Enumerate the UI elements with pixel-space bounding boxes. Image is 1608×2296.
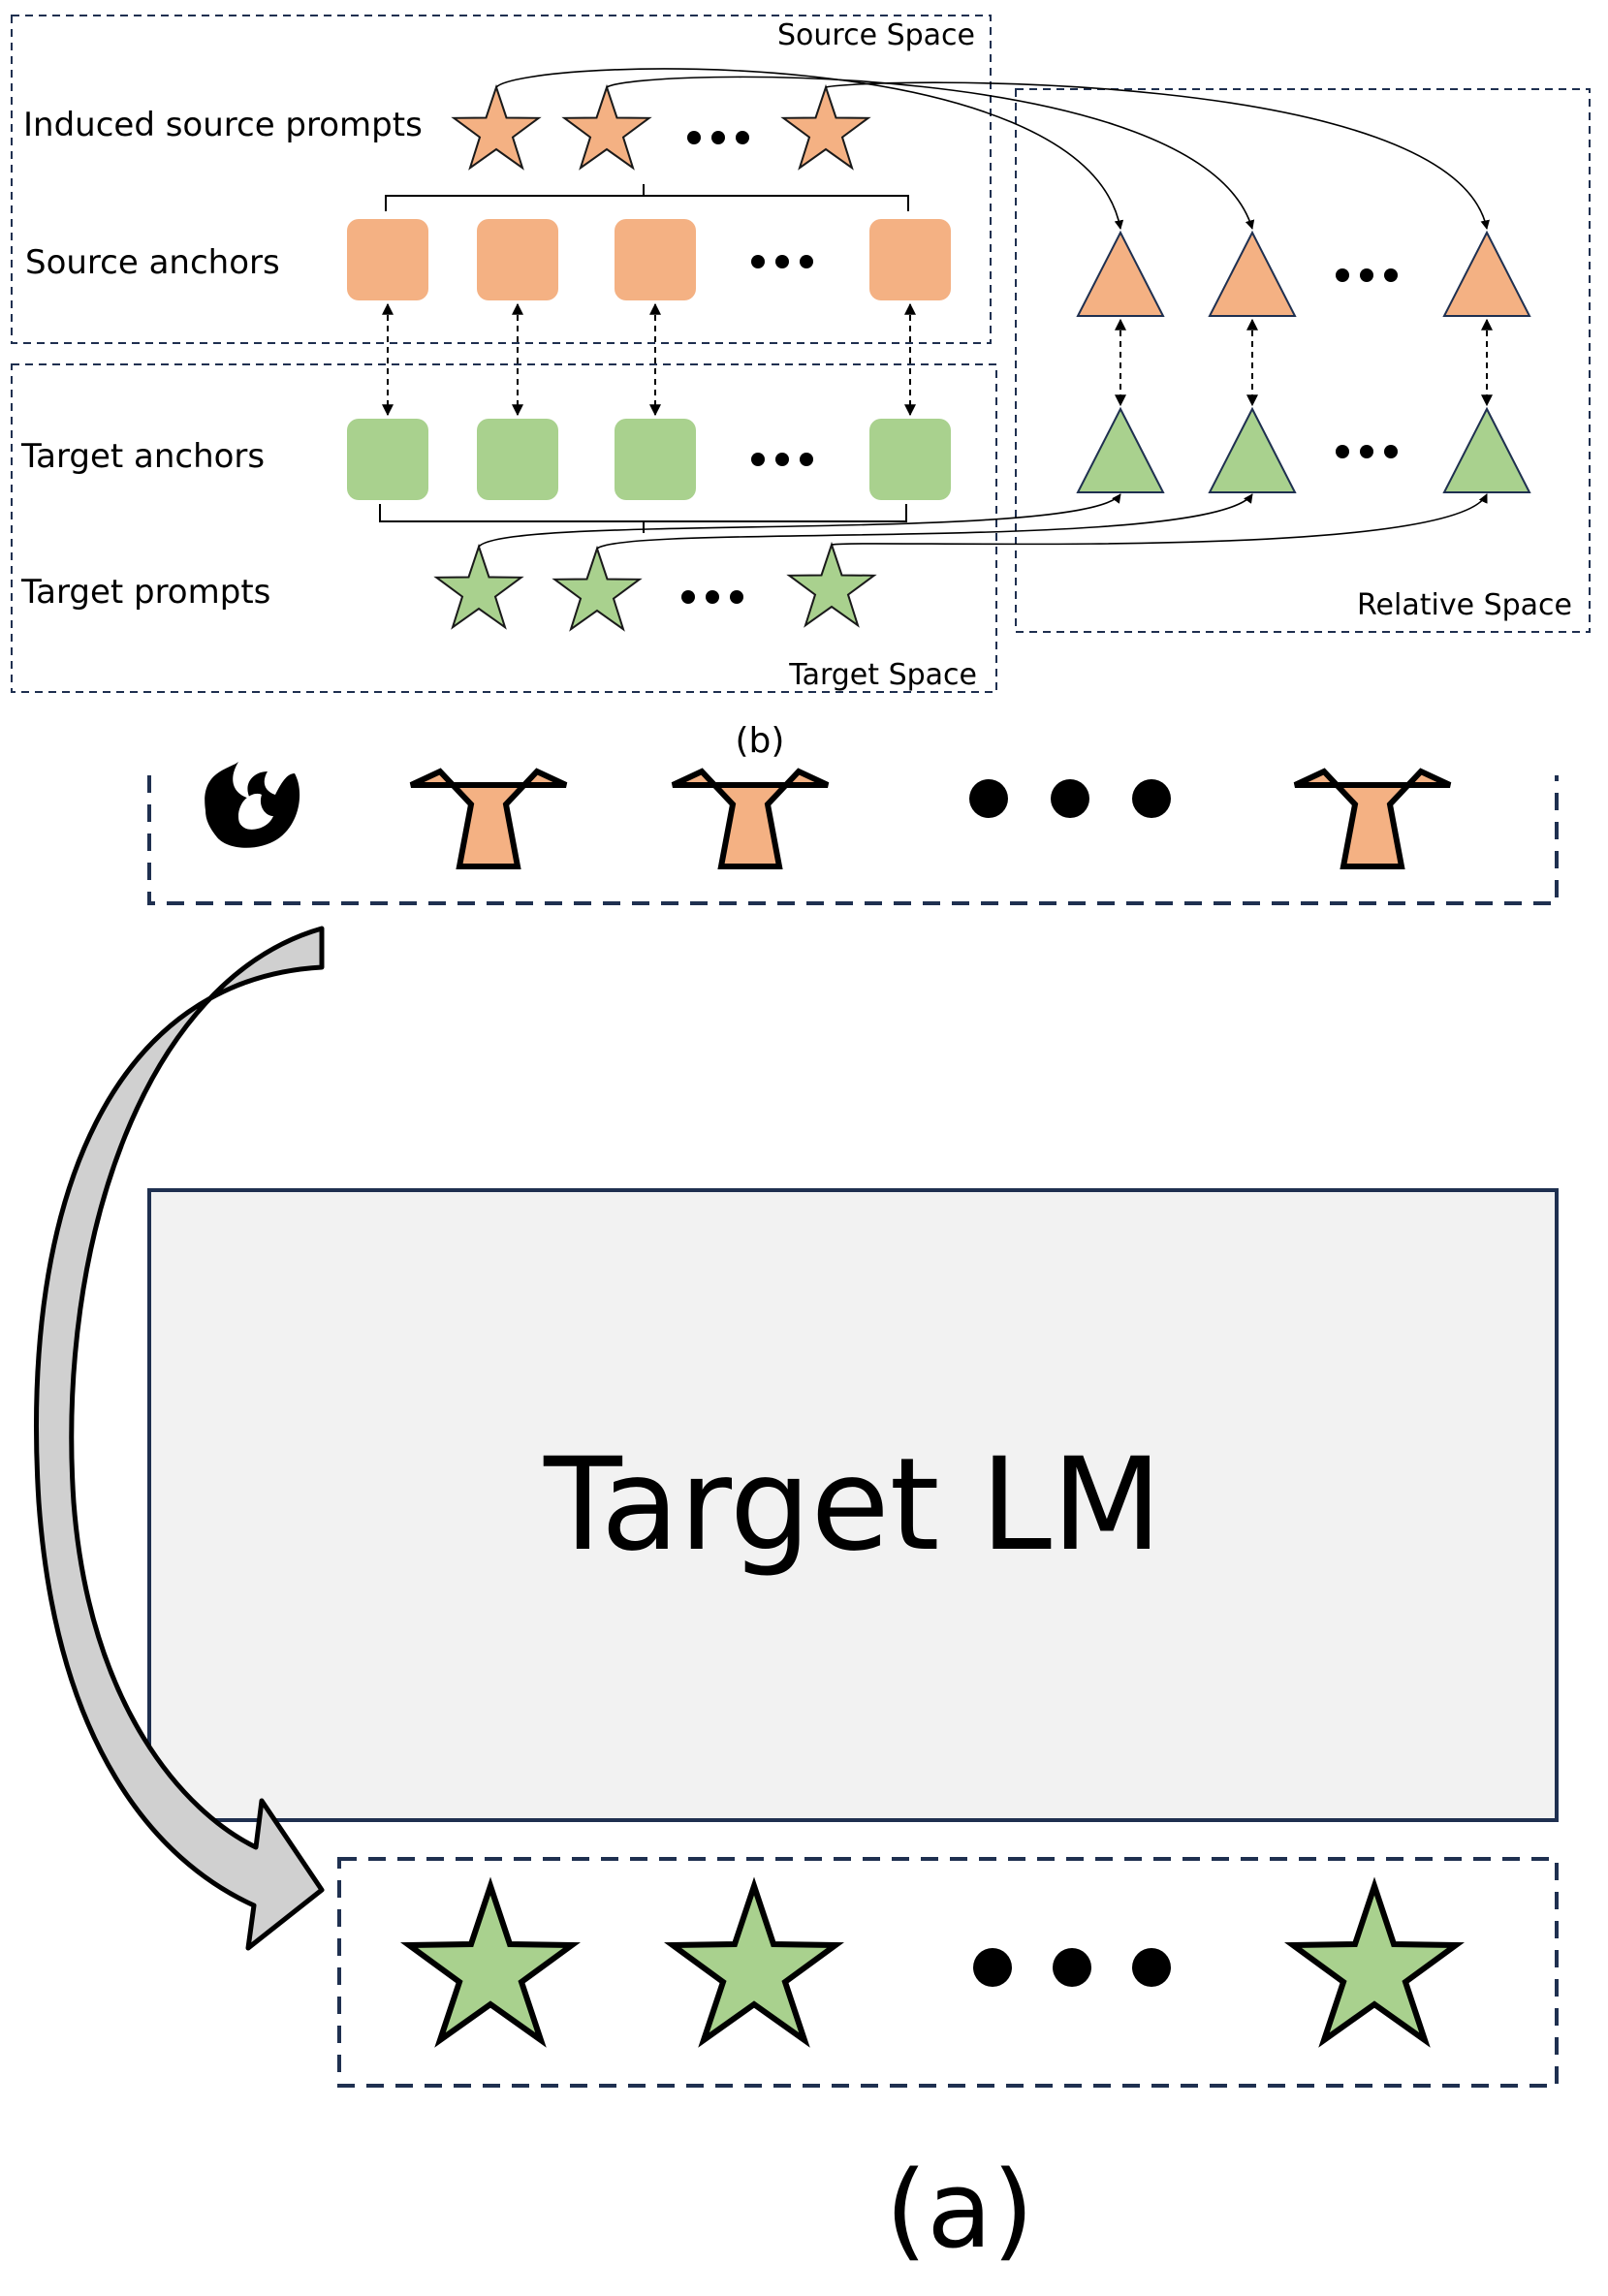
- source-to-relative-arrows: [495, 68, 1490, 230]
- source-prompt-row-frame: [147, 775, 1559, 905]
- relative-target-triangles: [1076, 406, 1531, 493]
- rounded-square-icon: [477, 419, 558, 500]
- row-label-target-prompts: Target prompts: [20, 573, 270, 612]
- target-space-label: Target Space: [788, 658, 977, 692]
- anchor-correspondence-links: [382, 302, 916, 417]
- star-icon: [451, 83, 542, 171]
- triangle-icon: [1442, 406, 1531, 493]
- ellipsis-icon: [973, 1948, 1171, 1987]
- ellipsis-icon: [687, 131, 749, 144]
- ellipsis-icon: [1336, 445, 1398, 458]
- rounded-square-icon: [347, 219, 428, 300]
- source-anchor-squares: [347, 219, 951, 300]
- triangle-icon: [1208, 230, 1297, 317]
- panel-a: Target LM (a): [34, 762, 1559, 2272]
- source-space-label: Source Space: [777, 18, 975, 52]
- triangle-icon: [1076, 230, 1165, 317]
- relative-space-label: Relative Space: [1357, 588, 1572, 622]
- ellipsis-icon: [1336, 268, 1398, 282]
- rounded-square-icon: [477, 219, 558, 300]
- triangle-icon: [1076, 406, 1165, 493]
- target-prompt-stars: [400, 1876, 1465, 2048]
- row-label-target-anchors: Target anchors: [20, 437, 265, 476]
- star-icon: [561, 83, 652, 171]
- ellipsis-icon: [751, 255, 813, 268]
- star-icon: [786, 541, 877, 628]
- row-label-induced-source-prompts: Induced source prompts: [23, 106, 423, 144]
- target-lm-box: [147, 1188, 1559, 1822]
- star-icon: [671, 768, 830, 869]
- target-prompt-stars: [433, 541, 877, 632]
- target-lm-label: Target LM: [543, 1431, 1162, 1580]
- star-icon: [433, 543, 524, 630]
- relative-correspondence-links: [1115, 318, 1493, 407]
- star-icon: [664, 1876, 844, 2048]
- rounded-square-icon: [615, 419, 696, 500]
- ellipsis-icon: [681, 590, 743, 604]
- panel-b-caption: (b): [736, 721, 785, 761]
- target-space-frame: [11, 363, 997, 693]
- triangle-icon: [1442, 230, 1531, 317]
- panel-a-caption: (a): [885, 2148, 1033, 2272]
- star-icon: [552, 545, 643, 632]
- star-icon: [409, 768, 568, 869]
- transfer-arrow: [34, 926, 325, 1951]
- rounded-square-icon: [869, 419, 951, 500]
- star-icon: [1293, 768, 1452, 869]
- row-label-source-anchors: Source anchors: [25, 243, 280, 282]
- flame-icon: [205, 762, 300, 848]
- rounded-square-icon: [615, 219, 696, 300]
- source-anchors-brace: [385, 184, 909, 211]
- induced-source-prompt-stars: [451, 83, 871, 171]
- source-prompt-stars: [409, 768, 1452, 869]
- relative-space-frame: [1015, 88, 1591, 633]
- panel-b: Source Space Target Space Relative Space…: [11, 15, 1591, 761]
- rounded-square-icon: [347, 419, 428, 500]
- rounded-square-icon: [869, 219, 951, 300]
- star-icon: [400, 1876, 581, 2048]
- source-space-frame: [11, 15, 992, 344]
- relative-source-triangles: [1076, 230, 1531, 317]
- ellipsis-icon: [969, 779, 1171, 818]
- triangle-icon: [1208, 406, 1297, 493]
- star-icon: [780, 83, 871, 171]
- star-icon: [1284, 1876, 1465, 2048]
- target-to-relative-arrows: [478, 493, 1488, 550]
- target-anchor-squares: [347, 419, 951, 500]
- target-anchors-brace: [379, 504, 907, 533]
- ellipsis-icon: [751, 453, 813, 466]
- target-prompt-row-frame: [337, 1857, 1559, 2088]
